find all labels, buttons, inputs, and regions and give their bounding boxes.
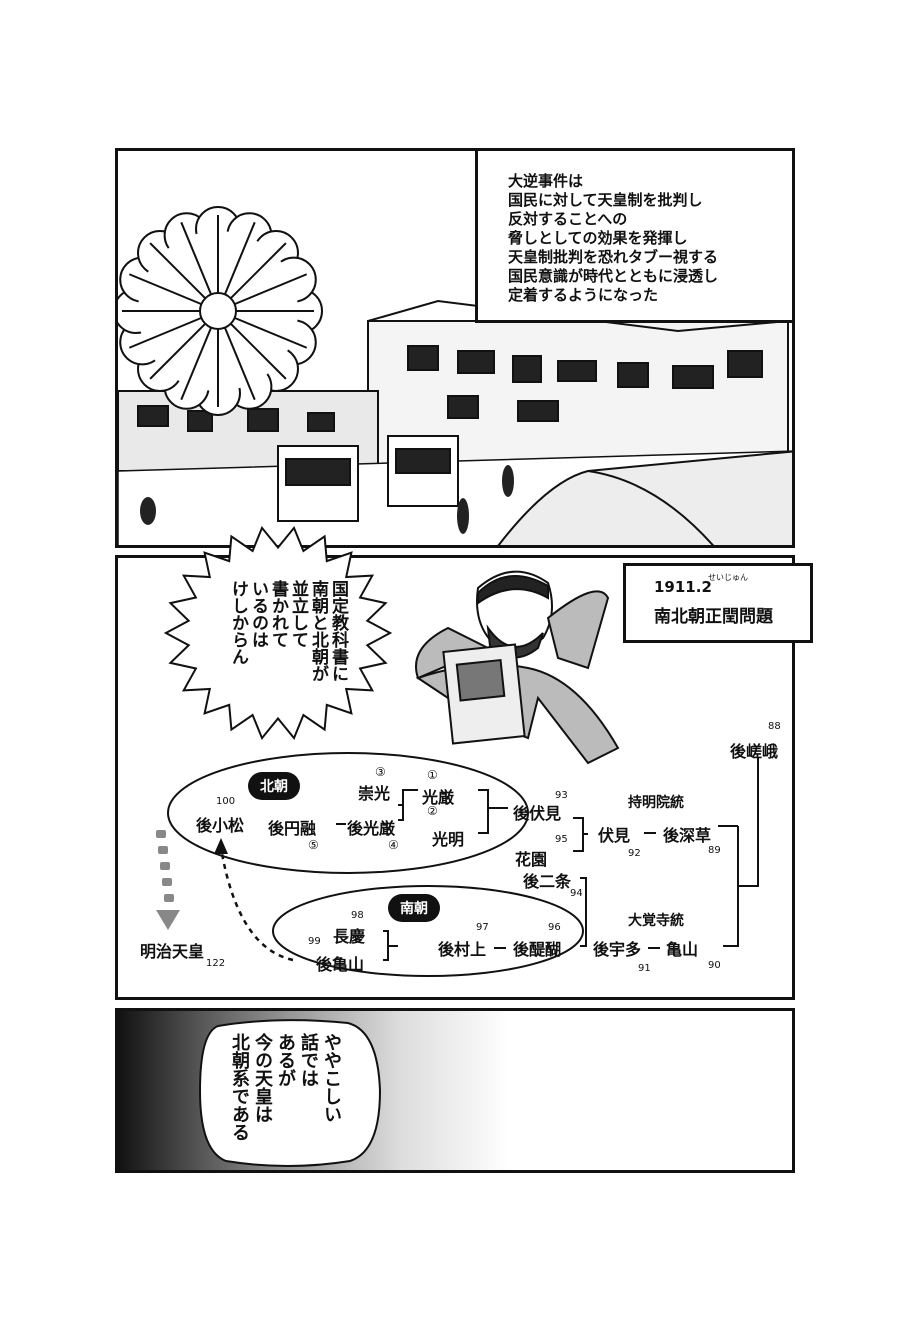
- daikakuji-line-label: 大覚寺統: [628, 913, 684, 929]
- crest-petal-line: [232, 316, 308, 349]
- num-gonijo: 94: [570, 888, 583, 899]
- dash-gouda-kameyama: [648, 947, 660, 949]
- speech-text-hokucho: ややこしい 話では あるが 今の天皇は 北朝系である: [229, 1033, 342, 1141]
- emperor-fushimi: 伏見: [598, 826, 631, 845]
- num-kameyama: 90: [708, 960, 721, 971]
- crest-petal-line: [180, 325, 213, 401]
- crest-petal-line: [228, 242, 287, 301]
- emperor-gouda: 後宇多: [593, 940, 642, 959]
- caption-box: せいじゅん 1911.2 南北朝正閏問題: [623, 563, 813, 643]
- num-gosaga: 88: [768, 721, 781, 732]
- caption-date: 1911.2: [654, 578, 712, 596]
- circled-1: ①: [427, 768, 438, 782]
- emperor-gokogon: 後光厳: [347, 819, 396, 838]
- chrysanthemum-crest-icon: [118, 206, 323, 416]
- crest-petal-line: [128, 273, 204, 306]
- north-court-badge: 北朝: [248, 772, 300, 800]
- crest-petal-line: [223, 221, 256, 297]
- panel-3: ややこしい 話では あるが 今の天皇は 北朝系である: [115, 1008, 795, 1173]
- emperor-godaigo: 後醍醐: [513, 940, 562, 959]
- num-chokei: 98: [351, 910, 364, 921]
- emperor-komyo: 光明: [432, 830, 465, 849]
- balloon-burst-outline: [163, 525, 393, 741]
- crest-petal-line: [223, 325, 256, 401]
- emperor-gokameyama: 後亀山: [316, 955, 365, 974]
- speech-text-kyokasho: 国定教科書に 南朝と北朝が 並立して 書かれて いるのは けしからん: [228, 580, 348, 682]
- panel-2: 国定教科書に 南朝と北朝が 並立して 書かれて いるのは けしからん せいじゅん…: [115, 525, 813, 1000]
- circled-5: ⑤: [308, 838, 319, 852]
- emperor-gonijo: 後二条: [523, 872, 572, 891]
- emperor-gofukakusa: 後深草: [663, 826, 712, 845]
- crest-petal-line: [228, 321, 287, 380]
- crest-petal-line: [149, 242, 208, 301]
- emperor-hanazono: 花園: [515, 850, 548, 869]
- emperor-suko: 崇光: [358, 784, 391, 803]
- emperor-goenyu: 後円融: [268, 819, 317, 838]
- caption-title: 南北朝正閏問題: [654, 607, 773, 627]
- south-court-badge: 南朝: [388, 894, 440, 922]
- circled-2: ②: [427, 804, 438, 818]
- num-gofushimi: 93: [555, 790, 568, 801]
- emperor-gofushimi: 後伏見: [513, 804, 562, 823]
- crest-petal-line: [180, 221, 213, 297]
- num-gokomatsu: 100: [216, 796, 236, 807]
- circled-4: ④: [388, 838, 399, 852]
- num-meiji: 122: [206, 958, 226, 969]
- narration-box: 大逆事件は 国民に対して天皇制を批判し 反対することへの 脅しとしての効果を発揮…: [475, 151, 792, 323]
- num-godaigo: 96: [548, 922, 561, 933]
- num-gouda: 91: [638, 963, 651, 974]
- emperor-chokei: 長慶: [333, 927, 366, 946]
- crest-petal-line: [232, 273, 308, 306]
- crest-petal-line: [149, 321, 208, 380]
- num-hanazono: 95: [555, 834, 568, 845]
- num-fushimi: 92: [628, 848, 641, 859]
- num-gomurakami: 97: [476, 922, 489, 933]
- emperor-kameyama: 亀山: [666, 940, 699, 959]
- num-gofukakusa: 89: [708, 845, 721, 856]
- panel-1: 大逆事件は 国民に対して天皇制を批判し 反対することへの 脅しとしての効果を発揮…: [115, 148, 795, 548]
- street-scene-illustration: [118, 299, 792, 545]
- circled-3: ③: [375, 765, 386, 779]
- speech-balloon-oval: [198, 1019, 382, 1167]
- num-gokameyama: 99: [308, 936, 321, 947]
- emperor-gosaga: 後嵯峨: [730, 742, 779, 761]
- dash-gomurakami-godaigo: [494, 947, 506, 949]
- speech-balloon-burst: [163, 525, 393, 741]
- narration-text: 大逆事件は 国民に対して天皇制を批判し 反対することへの 脅しとしての効果を発揮…: [508, 172, 719, 304]
- emperor-gomurakami: 後村上: [438, 940, 487, 959]
- crest-center: [199, 292, 237, 330]
- family-tree-lines: [156, 752, 759, 977]
- dash-fushimi-gofukakusa: [644, 832, 656, 834]
- emperor-gokomatsu: 後小松: [196, 816, 245, 835]
- emperor-kogon: 光厳: [422, 788, 455, 807]
- crest-petal-line: [128, 316, 204, 349]
- emperor-meiji: 明治天皇: [140, 942, 205, 961]
- man-holding-textbook-illustration: [415, 570, 620, 765]
- caption-ruby: せいじゅん: [708, 573, 748, 582]
- jimyoin-line-label: 持明院統: [628, 795, 684, 811]
